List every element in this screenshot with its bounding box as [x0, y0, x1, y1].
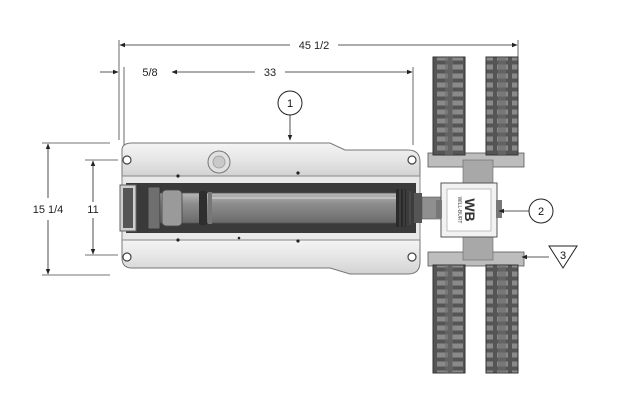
body-length-label: 33	[264, 67, 276, 79]
mounting-hole-icon	[122, 155, 132, 165]
brand-subtext: WILL-BURT	[456, 197, 462, 224]
mounting-hole-icon	[407, 155, 417, 165]
dimension-overall-length: 45 1/2	[118, 40, 519, 140]
inner-width-label: 11	[87, 204, 98, 216]
track-upper-right	[485, 56, 519, 156]
dimension-overall-width: 15 1/4	[33, 142, 110, 276]
overall-length-label: 45 1/2	[299, 40, 330, 52]
mounting-hole-icon	[407, 252, 417, 262]
callout-3-label: 3	[560, 250, 566, 262]
callout-3: 3	[521, 245, 578, 269]
track-upper-left	[432, 56, 466, 156]
callout-2-label: 2	[538, 206, 544, 218]
mounting-hole-icon	[122, 252, 132, 262]
callout-1: 1	[277, 90, 303, 141]
callout-2: 2	[498, 198, 554, 224]
dimension-inner-width: 11	[85, 159, 118, 256]
callout-1-label: 1	[287, 98, 293, 110]
track-lower-left	[432, 264, 466, 374]
logo-plate: WB WILL-BURT	[436, 182, 502, 238]
mast-tube	[147, 186, 443, 230]
track-lower-right	[485, 264, 519, 374]
brand-logo: WB	[462, 198, 478, 221]
overall-width-label: 15 1/4	[33, 204, 64, 216]
offset-label: 5/8	[142, 67, 157, 79]
dimension-body-length: 33	[171, 67, 414, 145]
dimension-offset: 5/8	[100, 67, 158, 145]
